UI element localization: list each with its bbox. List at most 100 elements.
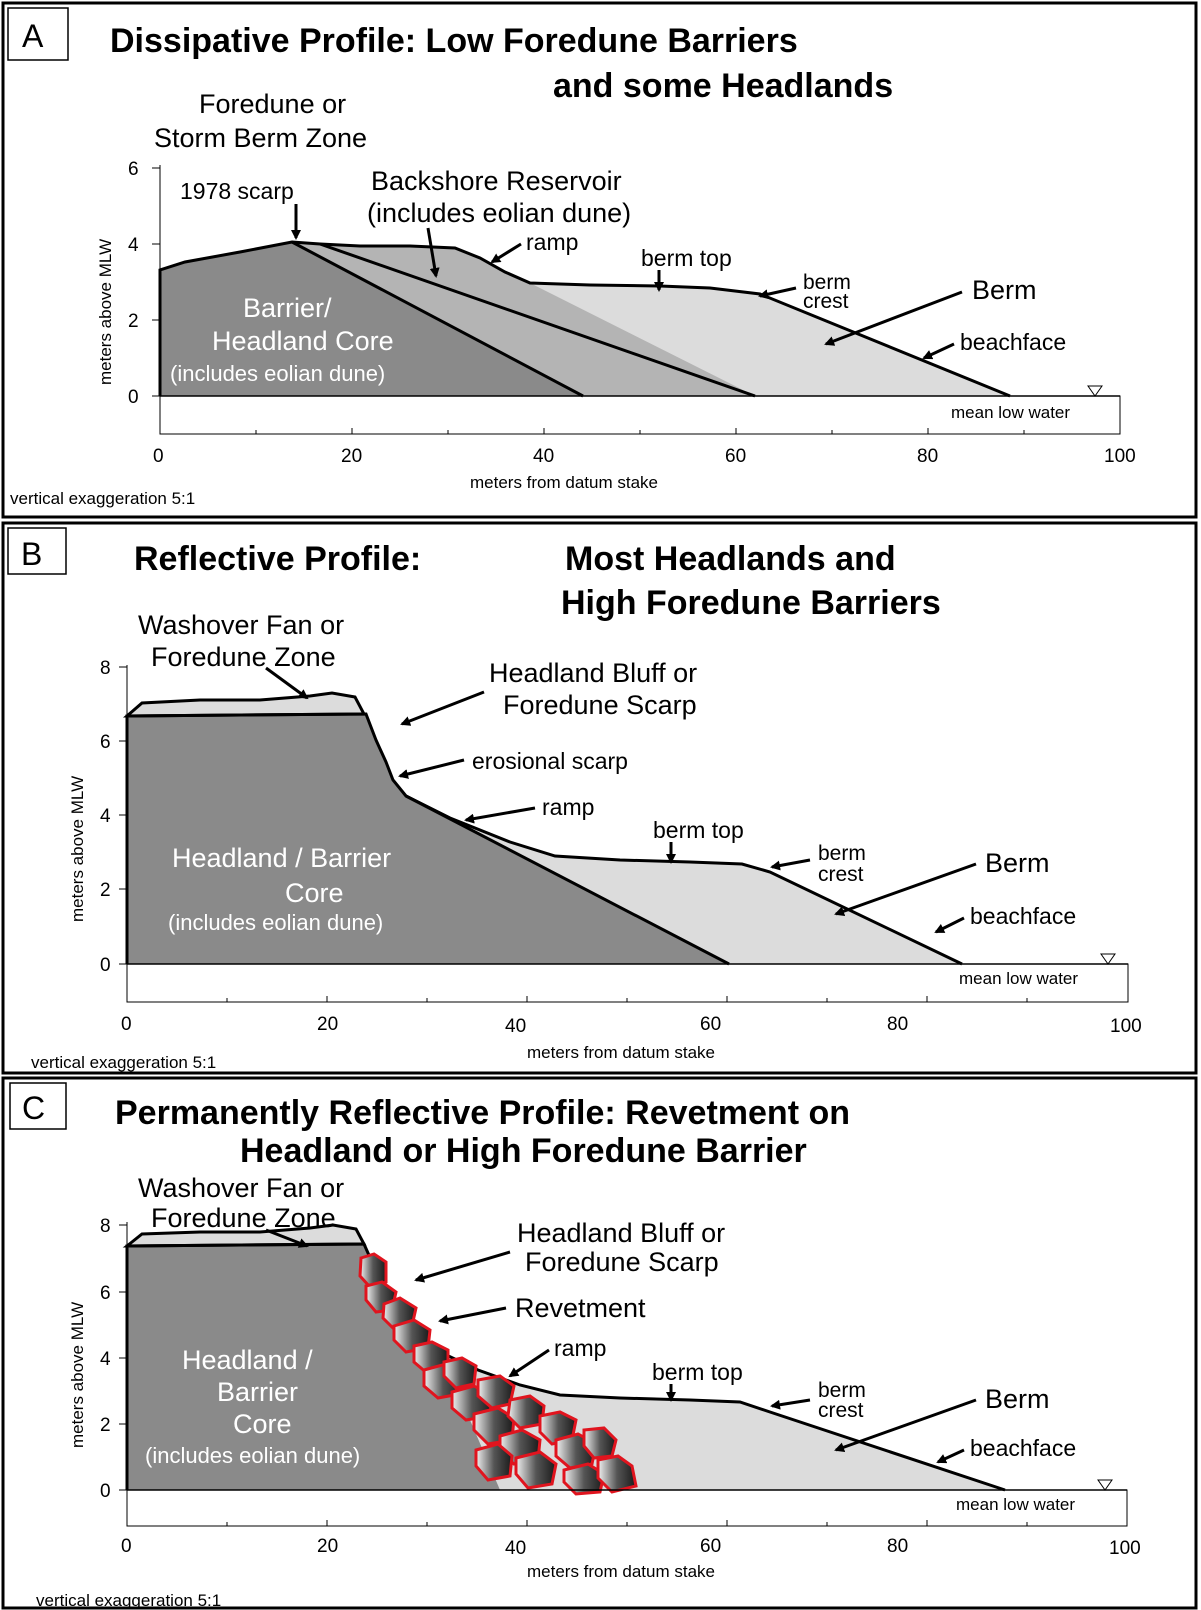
core-label: Headland / Barrier (172, 843, 391, 873)
x-tick: 0 (153, 446, 164, 467)
mlw-marker (1100, 953, 1116, 965)
ramp-label: ramp (554, 1335, 606, 1361)
profile-line (158, 240, 1011, 398)
core-label: Barrier/ (243, 293, 332, 323)
x-tick: 40 (505, 1538, 526, 1559)
x-tick: 100 (1110, 1016, 1142, 1037)
panel-c-letter: C (22, 1090, 45, 1126)
erosional-scarp-label: erosional scarp (472, 748, 628, 774)
mlw-marker (1097, 1479, 1113, 1491)
berm-label: Berm (985, 1384, 1050, 1414)
panel-a-title: Dissipative Profile: Low Foredune Barrie… (110, 22, 798, 60)
y-axis-label: meters above MLW (68, 1302, 87, 1448)
bluff-label: Headland Bluff or (517, 1218, 725, 1248)
core-label: Barrier (217, 1377, 298, 1407)
x-tick: 100 (1104, 446, 1136, 467)
x-tick: 0 (121, 1014, 132, 1035)
reservoir-label: Backshore Reservoir (371, 166, 622, 196)
exaggeration-note: vertical exaggeration 5:1 (36, 1591, 221, 1610)
berm-label: Berm (985, 848, 1050, 878)
berm-crest-label: berm (803, 271, 851, 294)
revetment-label: Revetment (515, 1293, 646, 1323)
y-tick: 0 (100, 955, 111, 976)
x-tick: 80 (917, 446, 938, 467)
mlw-label: mean low water (956, 1495, 1075, 1514)
y-tick: 4 (100, 1349, 111, 1370)
reservoir-label: (includes eolian dune) (367, 198, 631, 228)
panel-b-subtitle: High Foredune Barriers (561, 584, 941, 622)
panel-c-subtitle: Headland or High Foredune Barrier (240, 1132, 807, 1170)
panel-a-subtitle: and some Headlands (553, 67, 893, 105)
x-tick: 20 (317, 1536, 338, 1557)
berm-crest-label: crest (818, 1399, 864, 1422)
washover-shape (122, 691, 367, 718)
zone-label: Foredune or (199, 89, 346, 119)
bluff-label: Foredune Scarp (503, 690, 697, 720)
exaggeration-note: vertical exaggeration 5:1 (10, 489, 195, 508)
zone-label: Foredune Zone (151, 1203, 336, 1233)
x-tick: 100 (1109, 1538, 1141, 1559)
core-label: (includes eolian dune) (170, 361, 385, 386)
beachface-label: beachface (970, 1435, 1076, 1461)
panel-b-letter: B (21, 536, 42, 572)
x-tick: 40 (505, 1016, 526, 1037)
y-tick: 0 (100, 1481, 111, 1502)
y-tick: 6 (128, 159, 139, 180)
y-tick: 8 (100, 1216, 111, 1237)
ramp-label: ramp (526, 229, 578, 255)
x-tick: 80 (887, 1014, 908, 1035)
y-tick: 6 (100, 1283, 111, 1304)
x-tick: 0 (121, 1536, 132, 1557)
panel-a-letter: A (22, 18, 44, 54)
x-tick: 60 (725, 446, 746, 467)
berm-top-label: berm top (653, 817, 744, 843)
panel-a-frame (1, 1, 1198, 519)
y-tick: 8 (100, 658, 111, 679)
y-axis-label: meters above MLW (68, 776, 87, 922)
ramp-label: ramp (542, 794, 594, 820)
y-tick: 2 (100, 1415, 111, 1436)
core-shape (160, 242, 583, 396)
berm-crest-label: berm (818, 842, 866, 865)
core-label: Headland / (182, 1345, 313, 1375)
y-tick: 2 (100, 880, 111, 901)
berm-top-label: berm top (641, 245, 732, 271)
core-shape (127, 1244, 500, 1490)
x-tick: 60 (700, 1014, 721, 1035)
x-axis-label: meters from datum stake (527, 1043, 715, 1062)
y-tick: 6 (100, 732, 111, 753)
zone-label: Washover Fan or (138, 610, 344, 640)
berm-crest-label: crest (803, 290, 849, 313)
scarp-label: 1978 scarp (180, 178, 294, 204)
panel-b-title: Reflective Profile: (134, 540, 421, 578)
core-label: (includes eolian dune) (145, 1443, 360, 1468)
bluff-label: Headland Bluff or (489, 658, 697, 688)
core-label: Core (233, 1409, 292, 1439)
y-tick: 0 (128, 387, 139, 408)
panel-c: C Permanently Reflective Profile: Revetm… (9, 1082, 1141, 1610)
x-axis-label: meters from datum stake (470, 473, 658, 492)
panel-a: A Dissipative Profile: Low Foredune Barr… (7, 7, 1136, 508)
y-tick: 4 (100, 806, 111, 827)
panel-b-frame (1, 521, 1198, 1075)
panel-c-title: Permanently Reflective Profile: Revetmen… (115, 1094, 850, 1132)
exaggeration-note: vertical exaggeration 5:1 (31, 1053, 216, 1072)
x-tick: 20 (341, 446, 362, 467)
berm-crest-label: berm (818, 1379, 866, 1402)
beachface-label: beachface (970, 903, 1076, 929)
berm-top-label: berm top (652, 1359, 743, 1385)
core-label: Core (285, 878, 344, 908)
y-tick: 2 (128, 311, 139, 332)
x-axis-label: meters from datum stake (527, 1562, 715, 1581)
zone-label: Washover Fan or (138, 1173, 344, 1203)
zone-label: Foredune Zone (151, 642, 336, 672)
core-label: (includes eolian dune) (168, 910, 383, 935)
x-tick: 60 (700, 1536, 721, 1557)
y-tick: 4 (128, 235, 139, 256)
panel-c-frame (1, 1076, 1198, 1610)
core-label: Headland Core (212, 326, 394, 356)
x-tick: 80 (887, 1536, 908, 1557)
revetment-rocks (358, 1252, 638, 1496)
panel-b: B Reflective Profile: Most Headlands and… (7, 527, 1142, 1072)
